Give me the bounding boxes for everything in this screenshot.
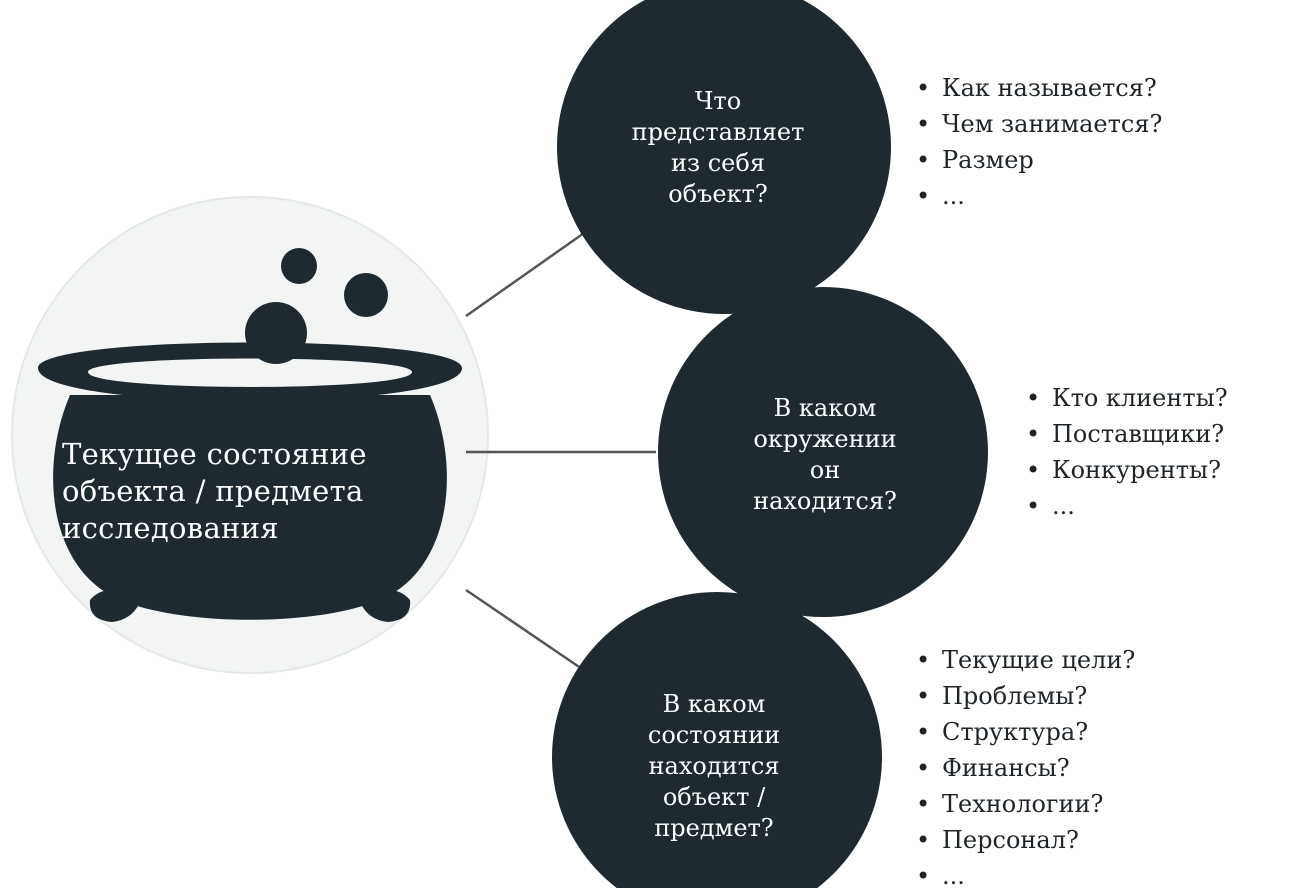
pot-rim — [38, 342, 462, 401]
connector-line-3 — [465, 588, 589, 675]
bullet-item: Конкуренты? — [1022, 452, 1228, 488]
question-circle-2 — [658, 287, 988, 617]
bullet-item: Технологии? — [912, 786, 1135, 822]
bullet-list-1: Как называется? Чем занимается? Размер .… — [912, 70, 1162, 214]
bullet-item: Текущие цели? — [912, 642, 1135, 678]
pot-body — [53, 395, 447, 620]
bullet-item: Поставщики? — [1022, 416, 1228, 452]
question-line: окружении — [753, 425, 897, 453]
bullet-item: Как называется? — [912, 70, 1162, 106]
bubble-small — [281, 248, 317, 284]
question-line: предмет? — [654, 814, 774, 842]
question-line: объект / — [662, 783, 766, 811]
bullet-list-3: Текущие цели? Проблемы? Структура? Финан… — [912, 642, 1135, 888]
question-line: представляет — [631, 118, 805, 146]
bubble-medium — [344, 273, 388, 317]
question-circle-1 — [557, 0, 891, 314]
bullet-item: ... — [912, 178, 1162, 214]
center-label-line: объекта / предмета — [62, 474, 364, 508]
question-line: В каком — [662, 690, 766, 718]
bullet-list-2: Кто клиенты? Поставщики? Конкуренты? ... — [1022, 380, 1228, 524]
center-label-line: исследования — [62, 511, 279, 545]
connector-line-1 — [465, 224, 595, 318]
bullet-item: Структура? — [912, 714, 1135, 750]
bullet-item: ... — [912, 858, 1135, 888]
question-line: находится? — [753, 487, 897, 515]
bullet-item: Размер — [912, 142, 1162, 178]
question-3-text: В каком состоянии находится объект / пре… — [614, 689, 814, 844]
center-label: Текущее состояние объекта / предмета исс… — [62, 436, 452, 547]
bullet-item: Проблемы? — [912, 678, 1135, 714]
bullet-item: Финансы? — [912, 750, 1135, 786]
question-line: из себя — [671, 149, 765, 177]
question-line: В каком — [773, 394, 877, 422]
bullet-item: Персонал? — [912, 822, 1135, 858]
question-line: находится — [648, 752, 780, 780]
bullet-item: ... — [1022, 488, 1228, 524]
question-2-text: В каком окружении он находится? — [725, 393, 925, 517]
question-line: состоянии — [647, 721, 781, 749]
question-1-text: Что представляет из себя объект? — [618, 86, 818, 210]
center-label-line: Текущее состояние — [62, 437, 367, 471]
question-line: объект? — [668, 180, 768, 208]
bullet-item: Чем занимается? — [912, 106, 1162, 142]
question-circle-3 — [552, 592, 882, 888]
bullet-item: Кто клиенты? — [1022, 380, 1228, 416]
question-line: Что — [694, 87, 742, 115]
question-line: он — [809, 456, 841, 484]
cauldron-icon — [38, 248, 462, 622]
